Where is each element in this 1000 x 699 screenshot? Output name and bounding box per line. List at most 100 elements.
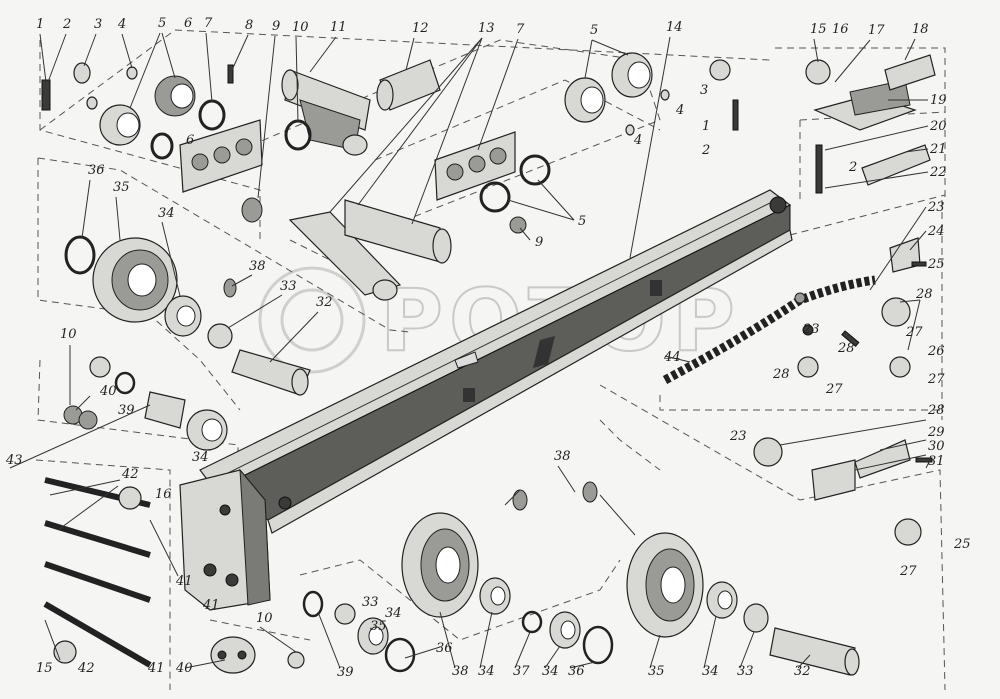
- part-label-3: 3: [94, 17, 102, 32]
- part-label-34: 34: [158, 206, 175, 221]
- part-label-10: 10: [60, 327, 77, 342]
- part-label-32: 32: [794, 664, 811, 679]
- part-label-34: 34: [542, 664, 559, 679]
- part-label-11: 11: [330, 20, 347, 35]
- part-label-14: 14: [666, 20, 683, 35]
- part-label-12: 12: [412, 21, 429, 36]
- part-label-38: 38: [554, 449, 571, 464]
- lower-left-small-parts: [210, 590, 416, 674]
- part-label-5: 5: [158, 16, 166, 31]
- part-label-44: 44: [663, 350, 681, 365]
- part-label-8: 8: [245, 18, 253, 33]
- part-label-33: 33: [280, 279, 297, 294]
- part-label-35: 35: [370, 619, 387, 634]
- part-label-28: 28: [927, 403, 945, 418]
- part-label-23: 23: [729, 429, 747, 444]
- part-label-38: 38: [249, 259, 266, 274]
- part-label-22: 22: [929, 165, 947, 180]
- part-label-34: 34: [478, 664, 495, 679]
- part-label-32: 32: [316, 295, 333, 310]
- part-label-19: 19: [930, 93, 947, 108]
- part-label-35: 35: [113, 180, 130, 195]
- part-label-27: 27: [927, 372, 945, 387]
- beam-end-bracket: [179, 468, 292, 611]
- part-label-37: 37: [513, 664, 530, 679]
- part-label-9: 9: [272, 19, 280, 34]
- part-label-36: 36: [88, 163, 105, 178]
- leader-lines: [9, 32, 931, 669]
- part-label-40: 40: [175, 661, 193, 676]
- part-label-28: 28: [772, 367, 790, 382]
- part-label-2: 2: [62, 17, 71, 32]
- part-label-9: 9: [535, 235, 543, 250]
- part-label-41: 41: [175, 574, 193, 589]
- part-label-27: 27: [905, 325, 923, 340]
- part-label-7: 7: [516, 22, 525, 37]
- part-label-15: 15: [810, 22, 827, 37]
- part-label-1: 1: [36, 17, 44, 32]
- part-label-36: 36: [436, 641, 453, 656]
- guide-rods: [43, 477, 152, 668]
- part-label-34: 34: [385, 606, 402, 621]
- part-label-23: 23: [802, 322, 820, 337]
- part-label-23: 23: [927, 200, 945, 215]
- top-left-parts: [41, 62, 263, 193]
- center-top-parts: [434, 52, 739, 234]
- part-label-17: 17: [868, 23, 885, 38]
- drive-chain: [662, 275, 876, 384]
- part-label-6: 6: [186, 133, 194, 148]
- part-label-1: 1: [702, 119, 710, 134]
- part-label-2: 2: [848, 160, 857, 175]
- part-label-26: 26: [927, 344, 945, 359]
- part-label-36: 36: [568, 664, 585, 679]
- part-label-34: 34: [192, 450, 209, 465]
- axles: [241, 197, 452, 301]
- part-label-10: 10: [292, 20, 309, 35]
- part-label-29: 29: [927, 425, 945, 440]
- part-label-38: 38: [452, 664, 469, 679]
- part-label-41: 41: [202, 598, 220, 613]
- part-label-10: 10: [256, 611, 273, 626]
- part-label-27: 27: [899, 564, 917, 579]
- part-label-28: 28: [837, 341, 855, 356]
- part-label-4: 4: [675, 103, 684, 118]
- part-label-5: 5: [578, 214, 586, 229]
- part-label-42: 42: [121, 467, 139, 482]
- part-label-13: 13: [478, 21, 495, 36]
- part-label-3: 3: [700, 83, 708, 98]
- part-label-4: 4: [633, 133, 642, 148]
- part-label-25: 25: [953, 537, 971, 552]
- part-label-28: 28: [915, 287, 933, 302]
- part-label-21: 21: [929, 142, 947, 157]
- part-label-7: 7: [204, 16, 213, 31]
- part-label-39: 39: [118, 403, 135, 418]
- part-label-34: 34: [702, 664, 719, 679]
- part-label-41: 41: [147, 661, 165, 676]
- part-label-33: 33: [362, 595, 379, 610]
- part-label-43: 43: [5, 453, 23, 468]
- part-label-6: 6: [184, 16, 192, 31]
- upper-left-wheel: [64, 235, 311, 396]
- main-beam: [199, 189, 793, 534]
- part-label-2: 2: [701, 143, 710, 158]
- part-label-16: 16: [832, 22, 849, 37]
- lower-wheels: [401, 481, 860, 676]
- part-label-40: 40: [99, 384, 117, 399]
- part-label-27: 27: [825, 382, 843, 397]
- left-small-parts: [63, 356, 228, 451]
- part-label-18: 18: [912, 22, 929, 37]
- part-label-33: 33: [737, 664, 754, 679]
- part-label-30: 30: [928, 439, 945, 454]
- part-label-31: 31: [928, 454, 945, 469]
- part-label-4: 4: [117, 17, 126, 32]
- part-label-24: 24: [927, 224, 945, 239]
- part-label-5: 5: [590, 23, 598, 38]
- part-label-20: 20: [929, 119, 947, 134]
- top-right-bracket: [805, 54, 936, 194]
- part-label-39: 39: [337, 665, 354, 680]
- part-label-35: 35: [648, 664, 665, 679]
- part-label-42: 42: [77, 661, 95, 676]
